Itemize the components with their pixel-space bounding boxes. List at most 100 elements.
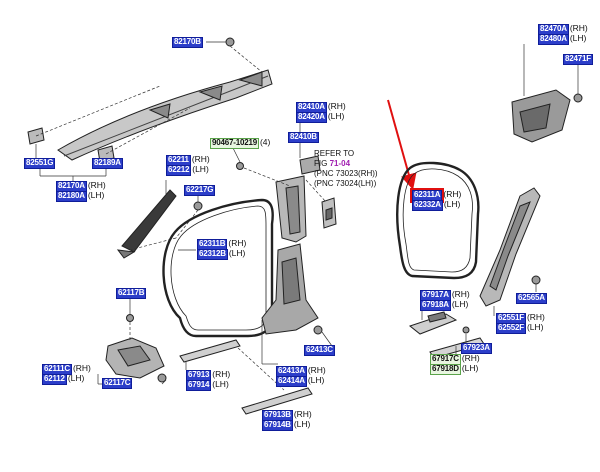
label-62211: 62211(RH) 62212(LH) xyxy=(166,154,210,176)
front-scuff-plate xyxy=(179,339,241,363)
side-suffix: (RH) xyxy=(569,23,588,33)
label-67923A: 67923A xyxy=(461,343,492,354)
label-82410A: 82410A(RH) 82420A(LH) xyxy=(296,101,346,123)
label-82551G: 82551G xyxy=(24,158,56,169)
part-number[interactable]: 82551G xyxy=(24,158,56,169)
leader-lines-upper-left xyxy=(35,41,263,182)
rear-pillar-lower-garnish xyxy=(479,187,541,307)
part-number[interactable]: 62414A xyxy=(276,376,307,387)
top-clip xyxy=(225,37,235,47)
label-62413A: 62413A(RH) 62414A(LH) xyxy=(276,365,326,387)
label-67917A: 67917A(RH) 67918A(LH) xyxy=(420,289,470,311)
part-number[interactable]: 62565A xyxy=(516,293,547,304)
label-82470A: 82470A(RH) 82480A(LH) xyxy=(538,23,588,45)
leader-lines-cowl xyxy=(97,298,167,385)
note-line: FIG 71-04 xyxy=(314,159,351,168)
part-number[interactable]: 82189A xyxy=(92,158,123,169)
pillar-clip xyxy=(193,201,203,211)
side-suffix: (RH) xyxy=(191,154,210,164)
side-suffix: (LH) xyxy=(461,363,479,373)
leader-lines-center-lower xyxy=(261,320,333,365)
fig-link[interactable]: 71-04 xyxy=(329,159,351,168)
side-suffix: (RH) xyxy=(212,369,231,379)
note-line: (PNC 73023(RH)) xyxy=(314,169,378,178)
part-number[interactable]: 62552F xyxy=(496,323,526,334)
side-suffix: (RH) xyxy=(443,189,462,199)
label-62117C: 62117C xyxy=(102,378,133,389)
part-number[interactable]: 62217G xyxy=(184,185,216,196)
refer-to-fig-note: REFER TO FIG 71-04 (PNC 73023(RH)) (PNC … xyxy=(314,149,378,189)
label-62565A: 62565A xyxy=(516,293,547,304)
side-suffix: (LH) xyxy=(307,375,325,385)
label-67913: 67913(RH) 67914(LH) xyxy=(186,369,231,391)
clip-90467 xyxy=(236,162,244,170)
leader-lines-rear-lower xyxy=(493,284,537,316)
side-suffix: (RH) xyxy=(72,363,91,373)
cowl-clip xyxy=(126,314,167,383)
side-suffix: (RH) xyxy=(451,289,470,299)
part-number[interactable]: 90467-10219 xyxy=(210,138,259,149)
lower-clip xyxy=(313,325,323,335)
cowl-side-trim xyxy=(105,337,165,379)
label-67917C: 67917C(RH) 67918D(LH) xyxy=(430,353,480,375)
part-number[interactable]: 67914B xyxy=(262,420,293,431)
side-suffix: (LH) xyxy=(67,373,85,383)
center-pillar-upper-garnish xyxy=(275,155,321,243)
highlight-arrow xyxy=(387,99,417,190)
part-number[interactable]: 62117B xyxy=(116,288,147,299)
side-suffix: (LH) xyxy=(327,111,345,121)
rocker-plate xyxy=(241,387,313,415)
label-82170B: 82170B xyxy=(172,37,203,48)
label-82170A: 82170A(RH) 82180A(LH) xyxy=(56,180,106,202)
side-suffix: (RH) xyxy=(228,238,247,248)
side-suffix: (LH) xyxy=(228,248,246,258)
label-62413C: 62413C xyxy=(304,345,335,356)
part-number[interactable]: 82410B xyxy=(288,132,319,143)
part-number[interactable]: 62413C xyxy=(304,345,335,356)
side-suffix: (LH) xyxy=(451,299,469,309)
label-90467: 90467-10219(4) xyxy=(210,137,271,149)
side-suffix: (RH) xyxy=(293,409,312,419)
side-suffix: (LH) xyxy=(87,190,105,200)
rear-clip xyxy=(573,93,583,103)
roof-side-garnish xyxy=(57,69,273,161)
note-line: (PNC 73024(LH)) xyxy=(314,179,377,188)
part-number[interactable]: 67923A xyxy=(461,343,492,354)
leader-lines-rear-upper xyxy=(523,44,579,96)
rear-pillar-garnish xyxy=(511,89,571,143)
rear-door-opening-weatherstrip xyxy=(396,161,480,280)
part-number[interactable]: 82170B xyxy=(172,37,203,48)
part-number[interactable]: 82420A xyxy=(296,112,327,123)
side-suffix: (RH) xyxy=(87,180,106,190)
part-number[interactable]: 62212 xyxy=(166,165,192,176)
center-pillar-lower-garnish xyxy=(261,243,319,335)
label-62311B: 62311B(RH) 62312B(LH) xyxy=(197,238,247,260)
label-62217G: 62217G xyxy=(184,185,216,196)
label-62117B: 62117B xyxy=(116,288,147,299)
label-62551F: 62551F(RH) 62552F(LH) xyxy=(496,312,545,334)
side-suffix: (LH) xyxy=(192,164,209,174)
label-82410B: 82410B xyxy=(288,132,319,143)
label-62111C: 62111C(RH) 62112(LH) xyxy=(42,363,91,385)
part-number[interactable]: 82180A xyxy=(56,191,87,202)
part-number[interactable]: 82471F xyxy=(563,54,593,65)
quantity-suffix: (4) xyxy=(259,137,271,147)
leader-lines-pillar xyxy=(129,180,199,251)
note-line: REFER TO xyxy=(314,149,355,158)
part-number[interactable]: 82480A xyxy=(538,34,569,45)
part-number[interactable]: 62332A xyxy=(412,200,443,211)
part-number[interactable]: 62112 xyxy=(42,374,67,385)
side-suffix: (LH) xyxy=(293,419,311,429)
label-82471F: 82471F xyxy=(563,54,593,65)
label-82189A: 82189A xyxy=(92,158,123,169)
side-suffix: (RH) xyxy=(461,353,480,363)
part-number[interactable]: 62312B xyxy=(197,249,228,260)
rear-scuff-clip xyxy=(462,326,470,334)
part-number[interactable]: 67918A xyxy=(420,300,451,311)
part-number[interactable]: 67914 xyxy=(186,380,212,391)
side-suffix: (LH) xyxy=(212,379,229,389)
part-number[interactable]: 67918D xyxy=(430,364,461,375)
part-number[interactable]: 62117C xyxy=(102,378,133,389)
label-62311A: 62311A(RH) 62332A(LH) xyxy=(409,188,462,211)
label-67913B: 67913B(RH) 67914B(LH) xyxy=(262,409,312,431)
